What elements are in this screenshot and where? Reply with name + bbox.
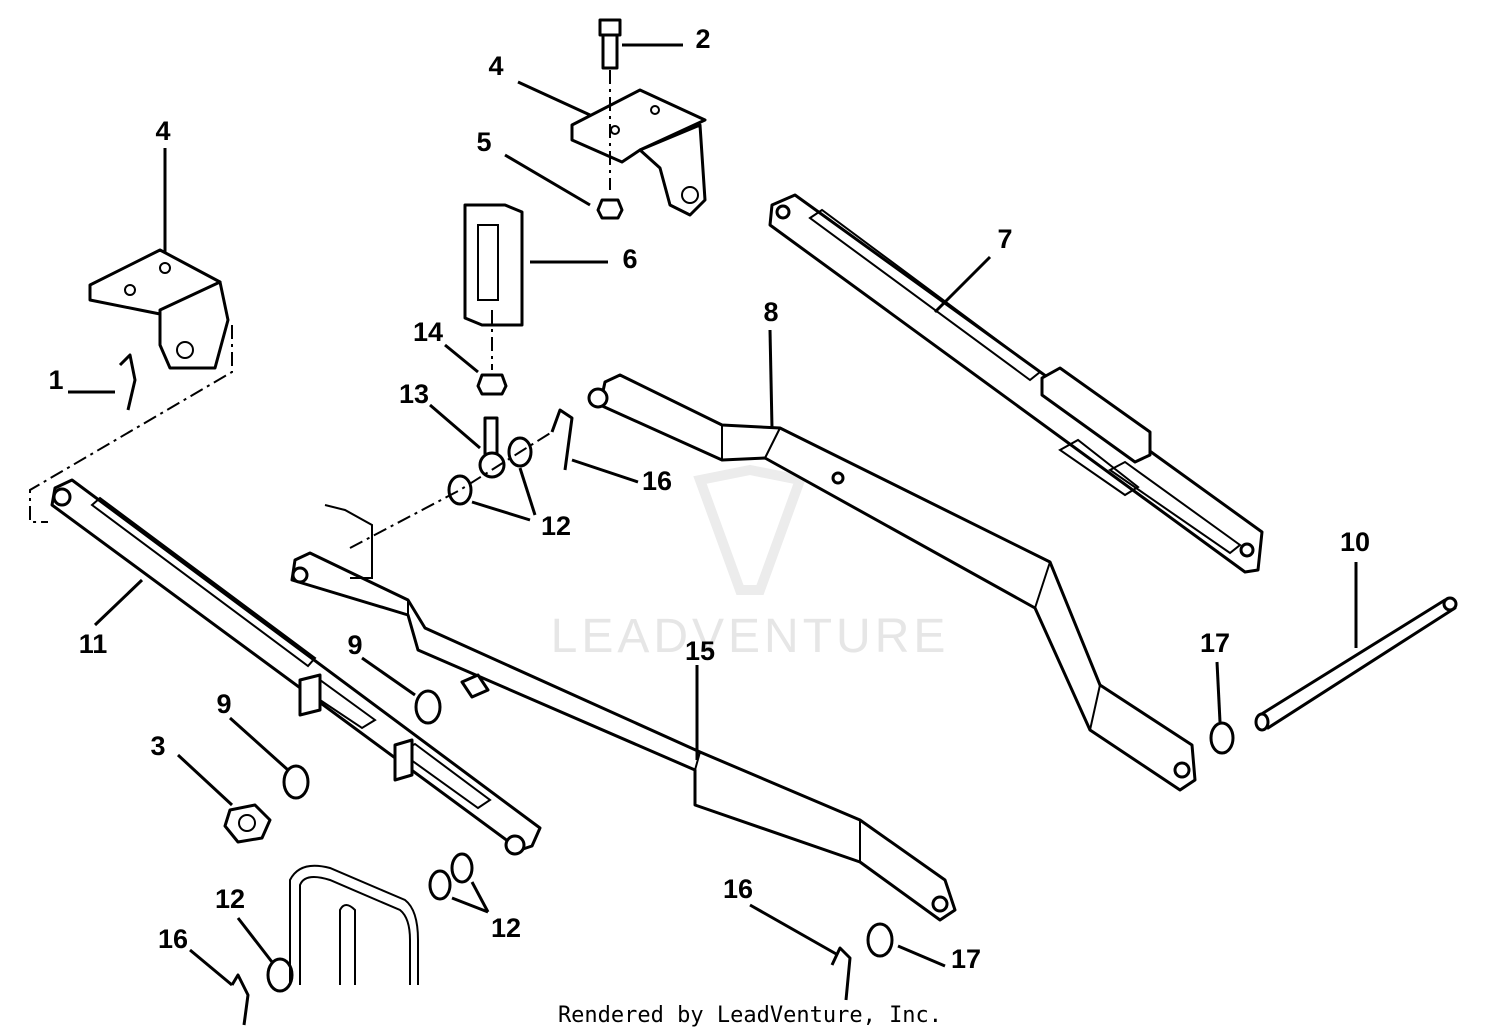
callout-15: 15 — [685, 636, 715, 666]
callout-6: 6 — [622, 244, 637, 274]
part-9-washer-left — [282, 764, 310, 800]
part-12-washer-bottom — [266, 957, 294, 993]
part-17-washer-bottom — [866, 922, 894, 958]
callout-13: 13 — [399, 379, 429, 409]
part-9-washer-right — [414, 689, 442, 725]
callout-9-right: 9 — [347, 630, 362, 660]
part-10-rod — [1254, 596, 1458, 732]
callout-3: 3 — [150, 731, 165, 761]
callout-9-left: 9 — [216, 689, 231, 719]
footer-credit: Rendered by LeadVenture, Inc. — [558, 1003, 942, 1028]
part-15-lift-arm — [290, 551, 957, 922]
callout-12-low: 12 — [491, 913, 521, 943]
part-2-bolt — [598, 18, 622, 190]
part-11-lift-link — [50, 478, 542, 856]
ghost-outline — [289, 504, 419, 985]
part-3-nut — [223, 803, 272, 844]
part-7-lift-link — [768, 193, 1264, 574]
watermark: LEADVENTURE — [551, 464, 950, 663]
callout-4-left: 4 — [155, 116, 170, 146]
callout-12-bottom: 12 — [215, 884, 245, 914]
part-16-hairpin-bottom-left — [230, 973, 250, 1026]
part-4-bracket-left — [29, 248, 233, 523]
part-6-slotted-block — [463, 203, 524, 327]
part-5-nut — [596, 198, 624, 220]
watermark-logo-icon — [693, 464, 807, 595]
callout-11: 11 — [79, 629, 108, 659]
callout-10: 10 — [1340, 527, 1370, 557]
watermark-text: LEADVENTURE — [551, 610, 950, 663]
callout-2: 2 — [695, 24, 710, 54]
callout-16-mid-bottom: 16 — [723, 874, 753, 904]
leader-lines — [68, 43, 1358, 987]
callout-4-upper: 4 — [488, 51, 503, 81]
callout-5: 5 — [476, 127, 491, 157]
callout-1: 1 — [48, 365, 63, 395]
part-8-lift-arm — [587, 373, 1197, 792]
part-12-washers-low — [428, 852, 474, 901]
part-17-washer-right — [1209, 721, 1235, 755]
callout-17-right: 17 — [1200, 628, 1230, 658]
callout-16-bottom-left: 16 — [158, 924, 188, 954]
part-1-hairpin-left — [118, 353, 137, 411]
callout-labels: 2 4 5 4 6 7 8 14 1 13 16 12 10 11 9 15 1… — [48, 24, 1370, 974]
callout-14: 14 — [413, 317, 443, 347]
part-12-washers-mid — [349, 431, 553, 549]
part-13-eyebolt — [478, 416, 506, 479]
callout-16-mid: 16 — [642, 466, 672, 496]
callout-12-mid: 12 — [541, 511, 571, 541]
part-14-nut — [476, 310, 508, 396]
callout-17-bottom: 17 — [951, 944, 981, 974]
part-16-hairpin-bottom-mid — [830, 946, 852, 1001]
part-4-bracket-upper — [570, 88, 707, 217]
part-16-hairpin-mid — [550, 408, 574, 471]
callout-7: 7 — [997, 224, 1012, 254]
callout-8: 8 — [763, 297, 778, 327]
